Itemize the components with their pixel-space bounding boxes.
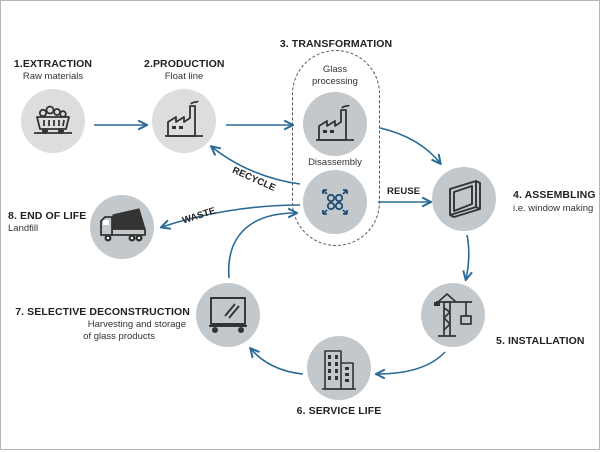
- extraction-subtitle: Raw materials: [22, 71, 84, 82]
- disassembly-icon: [322, 189, 348, 215]
- extraction-circle: [21, 89, 85, 153]
- arrow-installation-to-service-life: [377, 351, 446, 374]
- arrow-transformation-to-assembling: [379, 127, 440, 163]
- mine-cart-icon: [34, 105, 72, 134]
- production-subtitle: Float line: [164, 71, 204, 82]
- crane-icon: [434, 293, 472, 337]
- assembling-subtitle: i.e. window making: [513, 203, 594, 214]
- selective-deconstruction-title: 7. SELECTIVE DECONSTRUCTION: [15, 306, 190, 318]
- glass-processing-label: Glass processing: [312, 64, 358, 87]
- assembling-title: 4. ASSEMBLING: [513, 189, 596, 201]
- arrow-assembling-to-installation: [466, 234, 469, 279]
- installation-title: 5. INSTALLATION: [496, 335, 585, 347]
- end-of-life-title: 8. END OF LIFE: [8, 210, 87, 222]
- arrow-service-life-to-deconstruction: [251, 349, 304, 375]
- end-of-life-subtitle: Landfill: [8, 223, 39, 234]
- factory-icon: [165, 100, 203, 137]
- extraction-title: 1.EXTRACTION: [13, 58, 93, 70]
- arrow-waste: [162, 204, 301, 227]
- production-title: 2.PRODUCTION: [144, 58, 225, 70]
- arrow-recycle: [212, 147, 301, 185]
- glass-rack-icon: [209, 297, 247, 333]
- transformation-group: [292, 50, 380, 246]
- selective-deconstruction-circle: [196, 283, 260, 347]
- reuse-label: REUSE: [387, 186, 421, 197]
- window-frame-icon: [449, 180, 481, 218]
- selective-deconstruction-subtitle-line1: Harvesting and storage: [87, 319, 186, 330]
- building-icon: [322, 350, 356, 390]
- selective-deconstruction-subtitle-line2: of glass products: [83, 331, 155, 342]
- glass-processing-factory-icon: [316, 104, 354, 141]
- service-life-title: 6. SERVICE LIFE: [296, 405, 382, 417]
- transformation-title: 3. TRANSFORMATION: [279, 38, 393, 50]
- assembling-circle: [432, 167, 496, 231]
- arrow-deconstruction-to-disassembly: [227, 213, 296, 279]
- dump-truck-icon: [100, 208, 146, 242]
- disassembly-label: Disassembly: [308, 157, 362, 168]
